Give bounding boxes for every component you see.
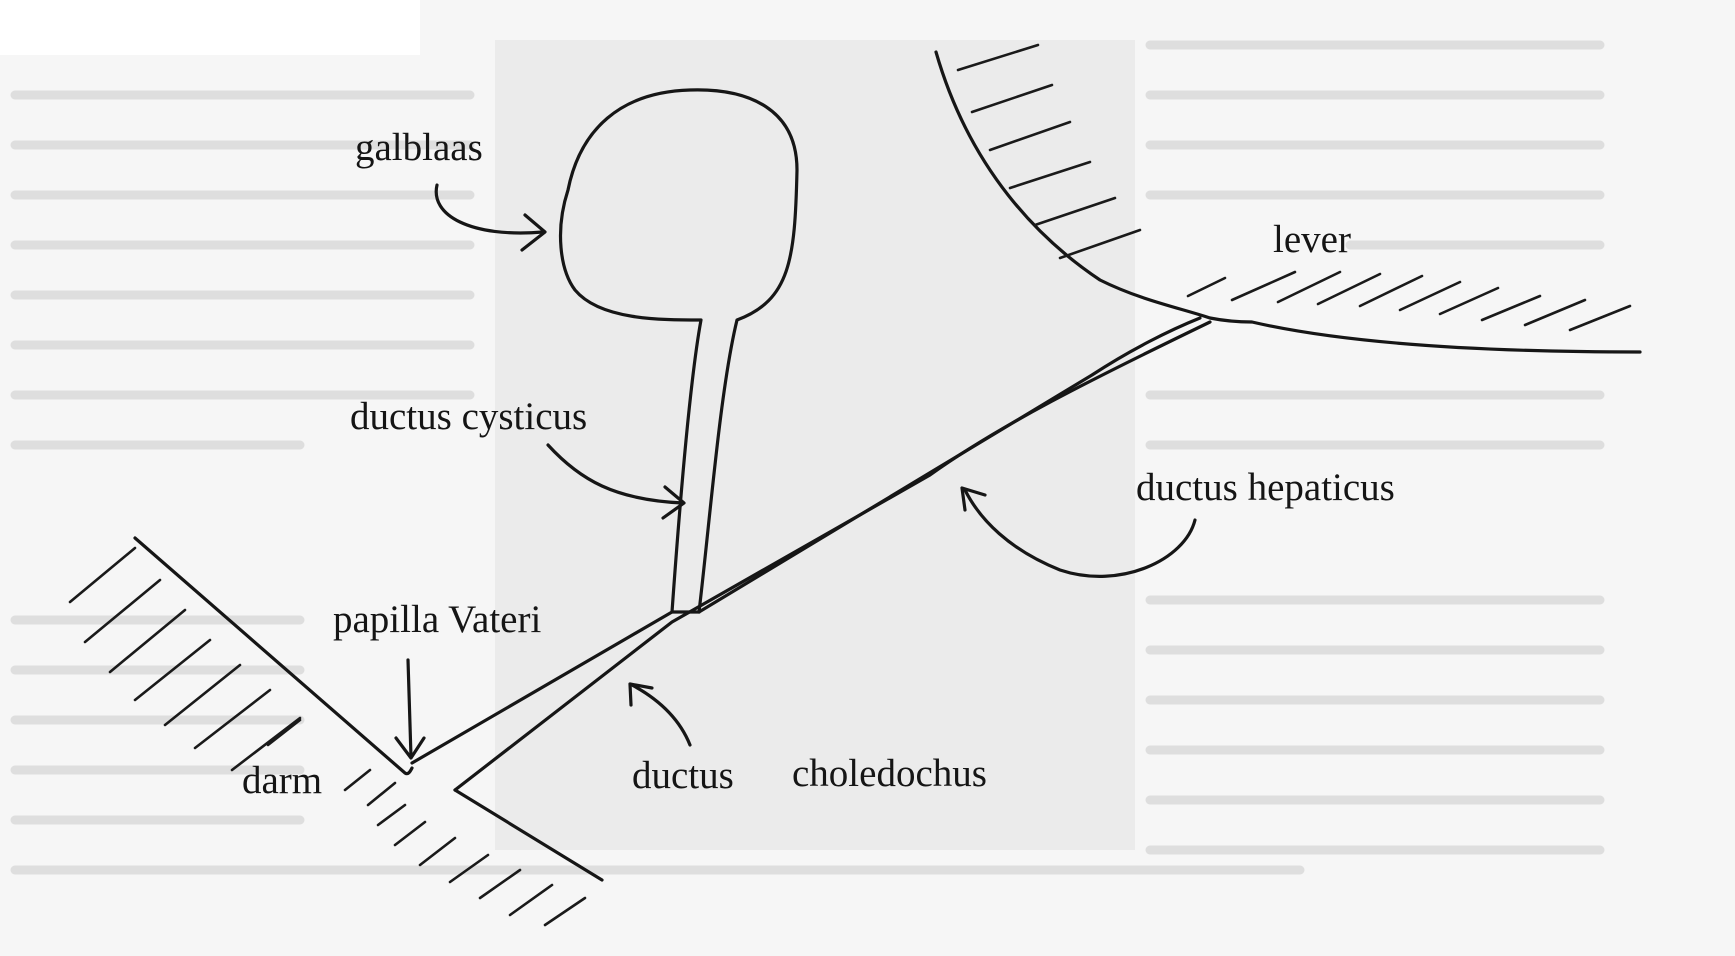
label-liver: lever [1273, 218, 1351, 261]
arrow-hepatic-duct-head [960, 486, 987, 512]
arrow-papilla [406, 658, 413, 759]
label-hepatic-duct: ductus hepaticus [1136, 466, 1395, 509]
arrow-gallbladder-head [520, 213, 547, 252]
label-gallbladder: galblaas [355, 126, 483, 169]
paper-top-left-strip [0, 0, 420, 55]
arrow-common-duct [630, 683, 692, 747]
duct-lower-wall [453, 320, 1212, 792]
arrow-common-duct-head [628, 682, 654, 707]
pointer-arrows [394, 183, 1197, 760]
label-papilla: papilla Vateri [333, 598, 541, 641]
liver-hatching [956, 43, 1632, 332]
liver-outline [934, 50, 1642, 354]
arrow-gallbladder [434, 183, 545, 235]
label-cystic-duct: ductus cysticus [350, 395, 587, 438]
arrow-papilla-head [394, 736, 426, 760]
background-text-lines [10, 40, 1605, 875]
arrow-hepatic-duct [963, 488, 1197, 578]
arrow-cystic-duct-head [661, 485, 686, 520]
label-common-duct-word1: ductus [632, 754, 734, 797]
label-gut: darm [242, 759, 322, 802]
gut-hatching [68, 546, 587, 927]
arrow-cystic-duct [546, 443, 685, 505]
gut-outline [133, 536, 604, 882]
label-common-duct-word2: choledochus [792, 752, 987, 795]
background-image-block [495, 40, 1135, 850]
gallbladder-outline [558, 88, 799, 614]
background-print [0, 0, 1605, 875]
